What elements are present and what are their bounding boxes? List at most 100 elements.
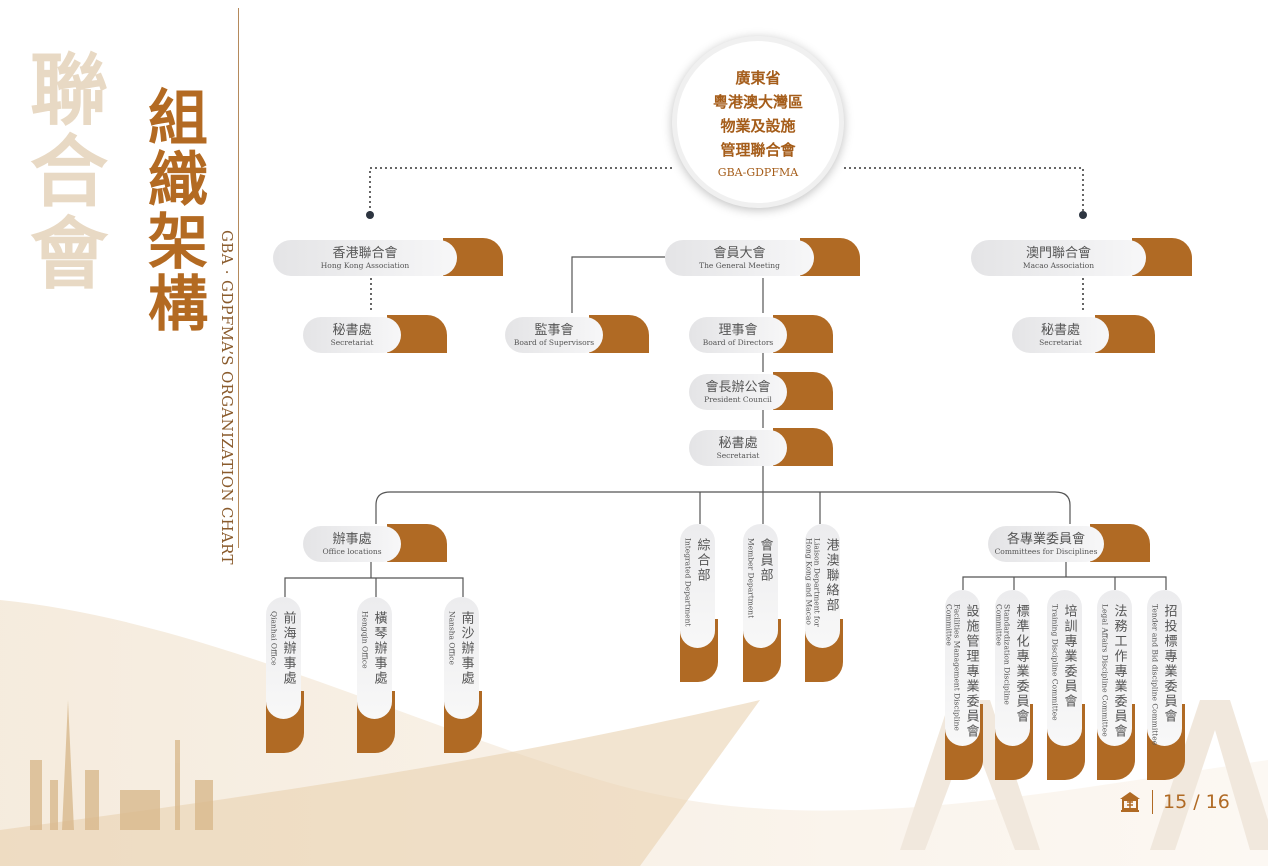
page-footer: 15 / 16 xyxy=(1118,790,1230,814)
node-name-cn: 前海辦事處 xyxy=(280,611,296,686)
root-name-line: 管理聯合會 xyxy=(720,140,796,159)
node-name-en: President Council xyxy=(704,394,772,404)
node-name-cn: 會長辦公會 xyxy=(705,379,771,395)
node-name-cn: 監事會 xyxy=(534,322,574,338)
node-name-cn: 招投標專業委員會 xyxy=(1161,604,1177,724)
node-name-cn: 秘書處 xyxy=(718,435,758,451)
node-name-en: Office locations xyxy=(322,546,382,556)
node-name-cn: 設施管理專業委員會 xyxy=(963,604,979,739)
node-name-en: Tender and Bid discipline Committee xyxy=(1150,604,1160,746)
root-name-line: 廣東省 xyxy=(735,68,781,87)
node-label: Liaison Department for Hong Kong and Mac… xyxy=(805,524,840,648)
node-name-en: Hong Kong Association xyxy=(320,260,410,270)
node-name-cn: 港澳聯絡部 xyxy=(823,538,839,613)
node-name-cn: 標準化專業委員會 xyxy=(1013,604,1029,724)
node-name-cn: 秘書處 xyxy=(332,322,372,338)
node-name-cn: 法務工作專業委員會 xyxy=(1111,604,1127,739)
node-name-en: Liaison Department for Hong Kong and Mac… xyxy=(804,538,822,627)
node-vertical-unit: Facilities Management Discipline Committ… xyxy=(945,590,983,780)
node-name-en: Secretariat xyxy=(716,450,760,460)
page-title: 組織架構 xyxy=(148,84,208,340)
node-name-en: Integrated Department xyxy=(683,538,693,627)
node-name-cn: 橫琴辦事處 xyxy=(371,611,387,686)
root-name-line: 物業及設施 xyxy=(720,116,796,135)
node-name-en: Hengqin Office xyxy=(360,611,370,669)
node-name-cn: 綜合部 xyxy=(694,538,710,583)
root-name-line: 粵港澳大灣區 xyxy=(712,92,803,111)
watermark-title: 聯合會 xyxy=(30,46,109,300)
node-name-en: Secretariat xyxy=(330,337,374,347)
node-name-cn: 各專業委員會 xyxy=(1006,531,1085,547)
node-name-en: Nansha Office xyxy=(447,611,457,665)
node-name-cn: 南沙辦事處 xyxy=(458,611,474,686)
city-skyline xyxy=(30,700,213,830)
node-name-en: Macao Association xyxy=(1022,260,1095,270)
gba-watermark-shapes xyxy=(900,700,1268,850)
node-name-cn: 會員部 xyxy=(757,538,773,583)
divider xyxy=(238,8,239,548)
node-name-en: Facilities Management Discipline Committ… xyxy=(944,604,962,731)
page-subtitle: GBA · GDPFMA’S ORGANIZATION CHART xyxy=(218,230,236,565)
node-name-cn: 香港聯合會 xyxy=(332,245,398,261)
node-name-en: Member Department xyxy=(746,538,756,619)
node-name-en: Qianhai Office xyxy=(269,611,279,666)
node-name-en: Board of Directors xyxy=(702,337,774,347)
node-name-cn: 培訓專業委員會 xyxy=(1061,604,1077,709)
node-name-cn: 秘書處 xyxy=(1040,322,1080,338)
node-name-cn: 理事會 xyxy=(718,322,758,338)
node-name-en: Board of Supervisors xyxy=(513,337,595,347)
node-name-en: Legal Affairs Discipline Committee xyxy=(1100,604,1110,737)
node-name-en: The General Meeting xyxy=(699,260,780,270)
root-node: 廣東省 粵港澳大灣區 物業及設施 管理聯合會 GBA-GDPFMA xyxy=(672,36,844,208)
page-number: 15 / 16 xyxy=(1163,791,1230,813)
root-abbreviation: GBA-GDPFMA xyxy=(717,165,799,179)
node-name-en: Training Discipline Committee xyxy=(1050,604,1060,721)
node-name-en: Committees for Disciplines xyxy=(994,546,1098,556)
node-name-en: Standardization Discipline Committee xyxy=(994,604,1012,705)
node-name-cn: 辦事處 xyxy=(332,531,372,547)
node-name-en: Secretariat xyxy=(1039,337,1082,347)
node-name-cn: 會員大會 xyxy=(713,245,766,261)
node-label: Facilities Management Discipline Committ… xyxy=(945,590,980,746)
